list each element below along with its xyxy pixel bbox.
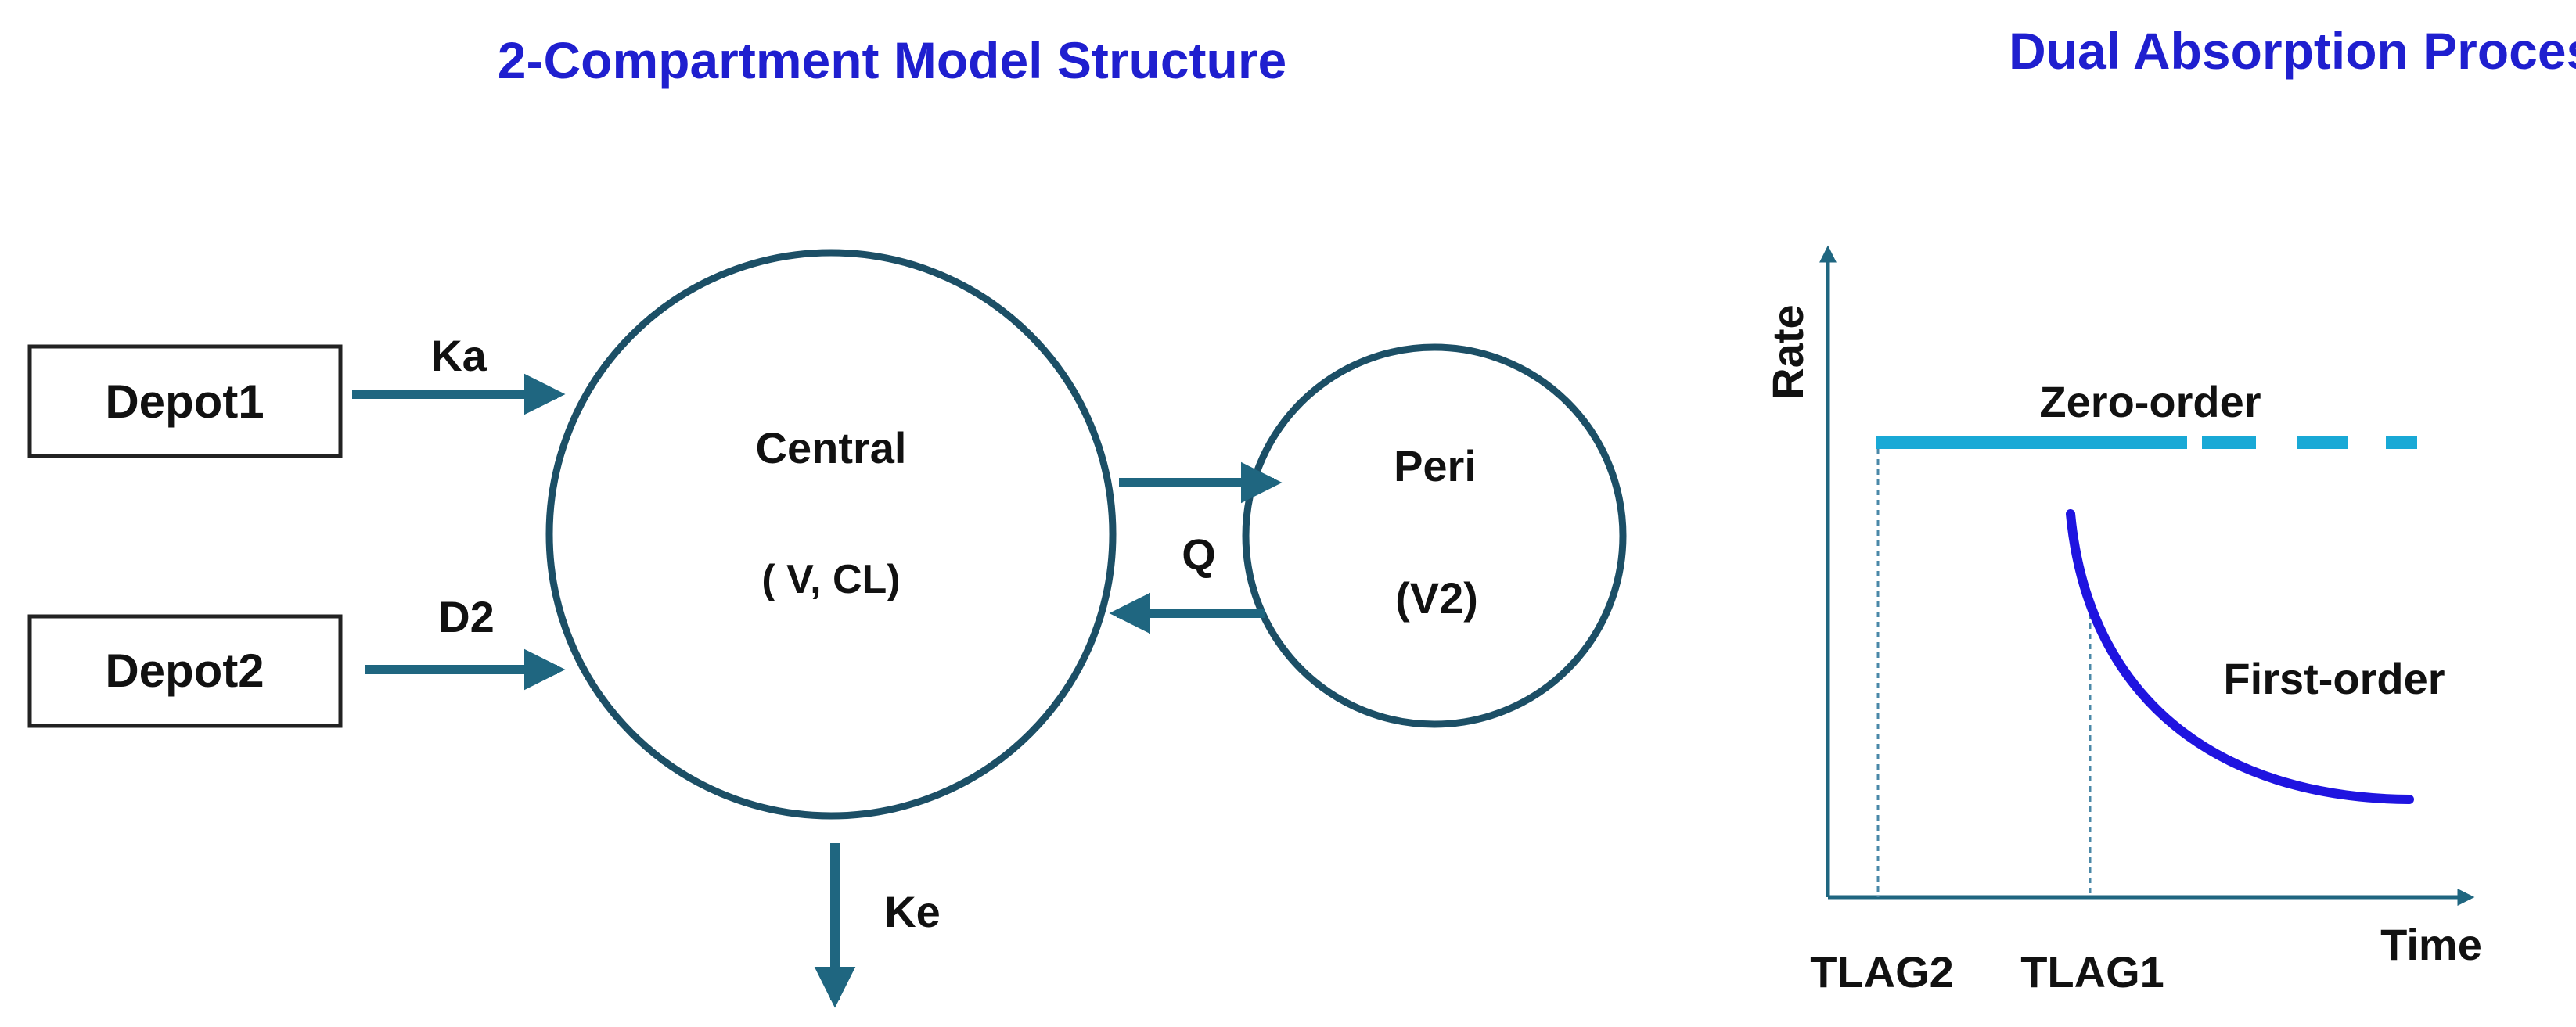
- peripheral-compartment: [1242, 343, 1627, 728]
- compartment-model: Depot1 Depot2 Ka D2 Central ( V, CL) Per…: [27, 249, 1627, 1008]
- absorption-plot: Rate Time Zero-order First-order TLAG2 T…: [1763, 245, 2482, 996]
- first-order-label: First-order: [2223, 654, 2445, 703]
- tlag1-label: TLAG1: [2020, 947, 2164, 996]
- peri-name: Peri: [1394, 441, 1477, 490]
- central-params: ( V, CL): [761, 557, 900, 602]
- central-name: Central: [756, 423, 907, 472]
- depot2-label: Depot2: [105, 645, 264, 697]
- depot2-box: [27, 614, 343, 728]
- ka-label: Ka: [430, 331, 487, 380]
- q-label: Q: [1182, 530, 1216, 579]
- zero-order-label: Zero-order: [2039, 377, 2261, 426]
- d2-label: D2: [438, 592, 495, 641]
- tlag2-label: TLAG2: [1810, 947, 1954, 996]
- x-axis-label: Time: [2380, 920, 2482, 969]
- ke-label: Ke: [884, 887, 941, 936]
- central-compartment: [545, 249, 1117, 820]
- depot1-label: Depot1: [105, 375, 264, 428]
- y-axis-label: Rate: [1763, 304, 1812, 399]
- depot1-box: [27, 344, 343, 458]
- left-title: 2-Compartment Model Structure: [498, 31, 1286, 89]
- first-order-curve: [2066, 509, 2414, 804]
- peri-params: (V2): [1395, 573, 1478, 623]
- right-title: Dual Absorption Process: [2009, 22, 2576, 80]
